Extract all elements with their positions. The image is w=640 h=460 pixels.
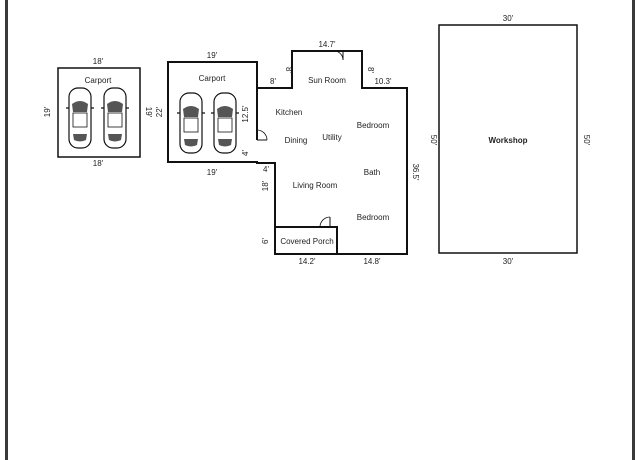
workshop-label: Workshop: [489, 136, 528, 145]
dim-right-side: 36.5': [411, 163, 420, 181]
car-icon: [177, 92, 205, 154]
door-icon: [333, 50, 344, 61]
dim-step-right: 10.3': [374, 77, 392, 86]
dim-bottom-left: 14.2': [298, 257, 316, 266]
carport-middle-top-dim: 19': [207, 51, 218, 60]
room-bath: Bath: [364, 168, 380, 177]
dim-bottom-right: 14.8': [363, 257, 381, 266]
car-icon: [101, 87, 129, 149]
car-icon: [211, 92, 239, 154]
dim-garage-side: 12.5': [241, 105, 250, 123]
door-icon: [319, 216, 331, 228]
workshop-left-dim: 50': [429, 135, 438, 146]
dim-sun-room-right: 8': [366, 67, 375, 73]
carport-left-left-dim: 19': [43, 106, 52, 117]
house-outline: [167, 50, 408, 255]
carport-middle-label: Carport: [199, 74, 226, 83]
dim-sun-room-top: 14.7': [318, 40, 336, 49]
covered-porch-outline: [274, 226, 338, 255]
room-living-room: Living Room: [293, 181, 338, 190]
carport-middle-bottom-dim: 19': [207, 168, 218, 177]
workshop-bottom-dim: 30': [503, 257, 514, 266]
dim-small-step: 4': [263, 165, 269, 174]
room-covered-porch: Covered Porch: [280, 237, 333, 246]
workshop-outline: [438, 24, 578, 254]
room-kitchen: Kitchen: [276, 108, 303, 117]
carport-middle: Carport 19' 19' 22': [155, 51, 239, 177]
workshop-top-dim: 30': [503, 14, 514, 23]
dim-porch-side: 6': [261, 238, 270, 244]
door-icon: [256, 129, 268, 141]
room-bedroom-1: Bedroom: [357, 121, 390, 130]
dim-living-side: 18': [261, 180, 270, 191]
carport-left-right-dim: 19': [144, 107, 153, 118]
carport-left-outline: [57, 67, 141, 158]
dim-small-side: 4': [241, 150, 250, 156]
right-page-edge: [632, 0, 635, 460]
left-page-edge: [5, 0, 8, 460]
dim-step-left: 8': [270, 77, 276, 86]
carport-left: Carport 18' 18' 19' 19': [43, 57, 153, 168]
room-utility: Utility: [322, 133, 342, 142]
dim-sun-room-left: 8': [284, 67, 293, 73]
car-icon: [66, 87, 94, 149]
carport-left-bottom-dim: 18': [93, 159, 104, 168]
room-dining: Dining: [285, 136, 308, 145]
workshop-right-dim: 50': [582, 135, 591, 146]
workshop: Workshop 30' 30' 50' 50': [429, 14, 591, 266]
room-sun-room: Sun Room: [308, 76, 346, 85]
carport-left-top-dim: 18': [93, 57, 104, 66]
room-bedroom-2: Bedroom: [357, 213, 390, 222]
carport-left-label: Carport: [85, 76, 112, 85]
carport-middle-left-dim: 22': [155, 106, 164, 117]
